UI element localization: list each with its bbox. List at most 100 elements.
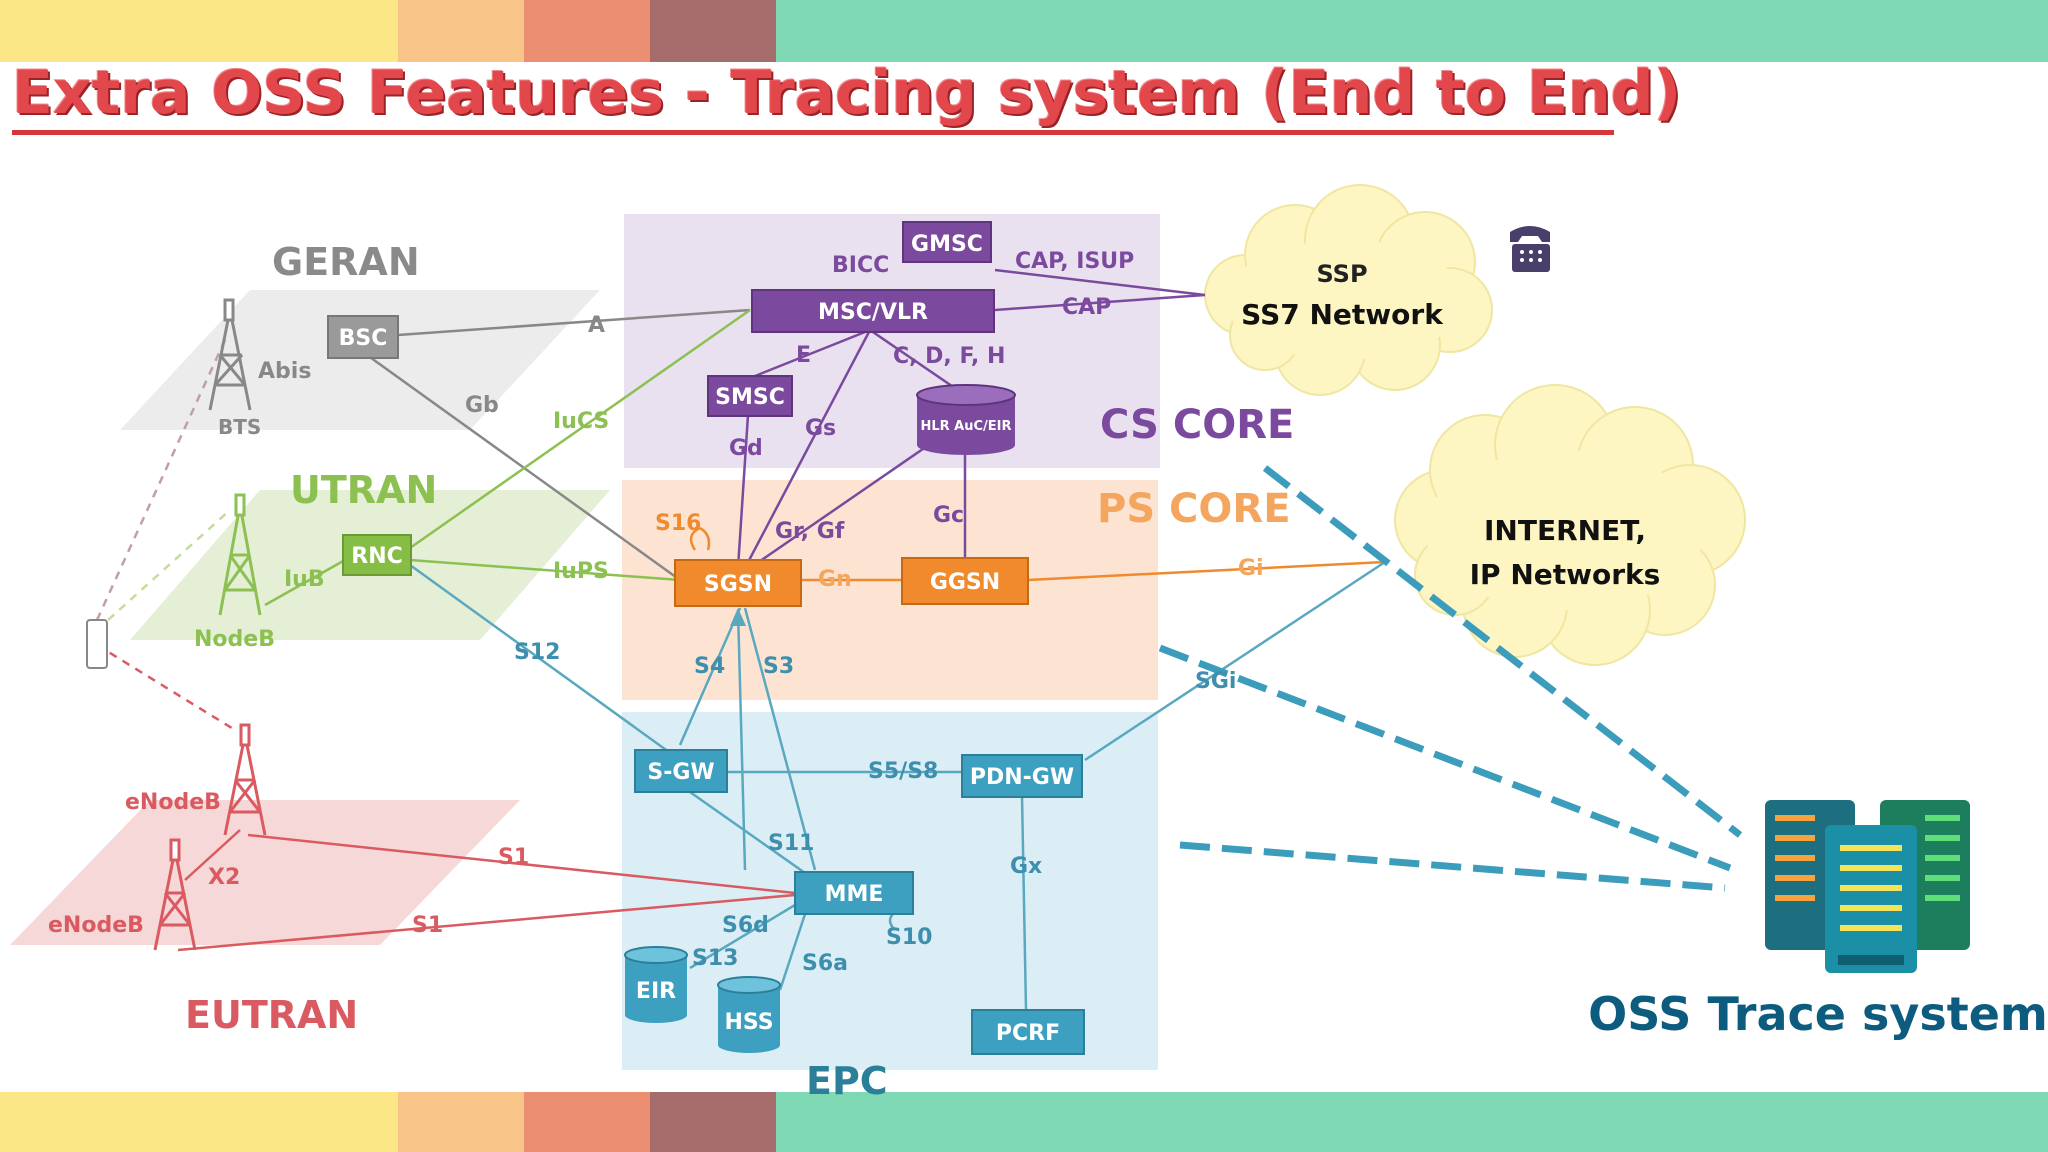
link-cdfh (869, 328, 966, 397)
gmsc-node (902, 221, 992, 263)
link-gs (743, 329, 872, 569)
telephone-icon (1510, 226, 1550, 272)
interface-label-cap-isup: CAP, ISUP (1015, 249, 1134, 274)
link-gd (736, 414, 750, 569)
node-label-gmsc: GMSC (911, 232, 983, 257)
interface-label-gb: Gb (465, 393, 499, 418)
hss-database-icon (717, 976, 781, 1053)
bar-segment (398, 1092, 524, 1152)
rnc-node (342, 534, 412, 576)
interface-label-s13: S13 (692, 946, 738, 971)
node-label-eir: EIR (636, 979, 676, 1004)
link-gi (1027, 560, 1386, 582)
interface-label-s6d: S6d (722, 913, 769, 938)
link-a (397, 308, 751, 337)
interface-label-s4: S4 (694, 654, 725, 679)
bar-segment (650, 0, 776, 62)
mme-node (794, 871, 914, 915)
interface-label-s10: S10 (886, 925, 932, 950)
interface-label-gn: Gn (818, 567, 852, 592)
sgw-node (634, 749, 728, 793)
interface-label-iub: IuB (284, 567, 325, 592)
cloud-label-ssp: SSP (1316, 260, 1367, 288)
link-iucs (409, 308, 751, 550)
cloud-label-internet: INTERNET, (1484, 514, 1646, 547)
interface-label-a: A (588, 313, 605, 338)
interface-label-gx: Gx (1010, 854, 1042, 879)
ggsn-node (901, 557, 1029, 605)
node-label-bsc: BSC (339, 326, 388, 351)
bar-segment (524, 0, 650, 62)
bar-segment (524, 1092, 650, 1152)
node-label-enodeb: eNodeB (125, 790, 221, 815)
ue-links (95, 339, 236, 732)
geran-plane (120, 290, 600, 430)
handset-icon (86, 619, 108, 669)
cloud-label-ss7: SS7 Network (1241, 298, 1444, 331)
link-gb (359, 348, 681, 582)
interface-label-iups: IuPS (553, 559, 609, 584)
msc-vlr-node (751, 289, 995, 333)
page-title: Extra OSS Features - Tracing system (End… (12, 58, 1682, 128)
eir-database-icon (624, 946, 688, 1023)
node-label-bts: BTS (218, 415, 261, 439)
interface-label-s1: S1 (412, 913, 443, 938)
node-label-enodeb: eNodeB (48, 913, 144, 938)
interface-label-s11: S11 (768, 831, 814, 856)
enodeb-tower-icon (223, 723, 267, 836)
node-label-hlr: HLR AuC/EIR (920, 419, 1011, 434)
link-s6d (736, 609, 747, 871)
interface-label-s12: S12 (514, 640, 560, 665)
bsc-node (327, 315, 399, 359)
link-e (749, 328, 871, 380)
region-label-eutran: EUTRAN (185, 993, 358, 1037)
link-iub (264, 558, 346, 607)
link-s12 (409, 563, 681, 762)
interface-label-cdfh: C, D, F, H (893, 344, 1005, 369)
region-label-cs-core: CS CORE (1100, 402, 1294, 448)
bar-segment (776, 0, 2048, 62)
link-cap-isup (994, 268, 1206, 297)
link-gx (1020, 794, 1028, 1011)
nodeb-tower-icon (218, 493, 262, 616)
region-label-utran: UTRAN (290, 468, 437, 512)
node-label-pcrf: PCRF (996, 1021, 1060, 1046)
interface-label-s6a: S6a (802, 951, 848, 976)
server-rack-icon (1765, 800, 1970, 973)
node-label-sgw: S-GW (647, 760, 714, 785)
oss-trace-system-label: OSS Trace system (1588, 987, 2048, 1041)
cloud-label-ip-networks: IP Networks (1470, 558, 1661, 591)
top-color-bar (0, 0, 2048, 62)
eutran-plane (10, 800, 520, 945)
link-s11 (679, 783, 816, 882)
interface-label-cap: CAP (1062, 295, 1111, 320)
interface-label-gs: Gs (805, 416, 836, 441)
link-s1-b (177, 893, 796, 952)
region-label-epc: EPC (806, 1059, 888, 1103)
node-label-nodeb: NodeB (194, 627, 275, 652)
link-s6a (778, 904, 810, 991)
bar-segment (650, 1092, 776, 1152)
interface-label-gi: Gi (1238, 556, 1264, 581)
interface-label-sgi: SGi (1195, 669, 1236, 694)
link-s13 (689, 903, 796, 970)
bar-segment (776, 1092, 2048, 1152)
interface-label-s5s8: S5/S8 (868, 759, 938, 784)
interface-label-e: E (796, 343, 811, 368)
link-s16 (689, 526, 711, 551)
arrow-head (730, 608, 746, 626)
link-s3 (743, 607, 817, 871)
node-label-sgsn: SGSN (704, 572, 772, 597)
link-cap (994, 293, 1206, 312)
interface-label-iucs: IuCS (553, 409, 609, 434)
interface-label-bicc: BICC (832, 253, 889, 278)
internet-cloud (1394, 384, 1746, 666)
cs-core-box (624, 214, 1160, 468)
enodeb-tower-icon (153, 838, 197, 951)
bar-segment (398, 0, 524, 62)
interface-label-x2: X2 (208, 865, 240, 890)
region-label-geran: GERAN (272, 240, 420, 284)
bar-segment (0, 1092, 398, 1152)
node-label-mme: MME (825, 882, 884, 907)
